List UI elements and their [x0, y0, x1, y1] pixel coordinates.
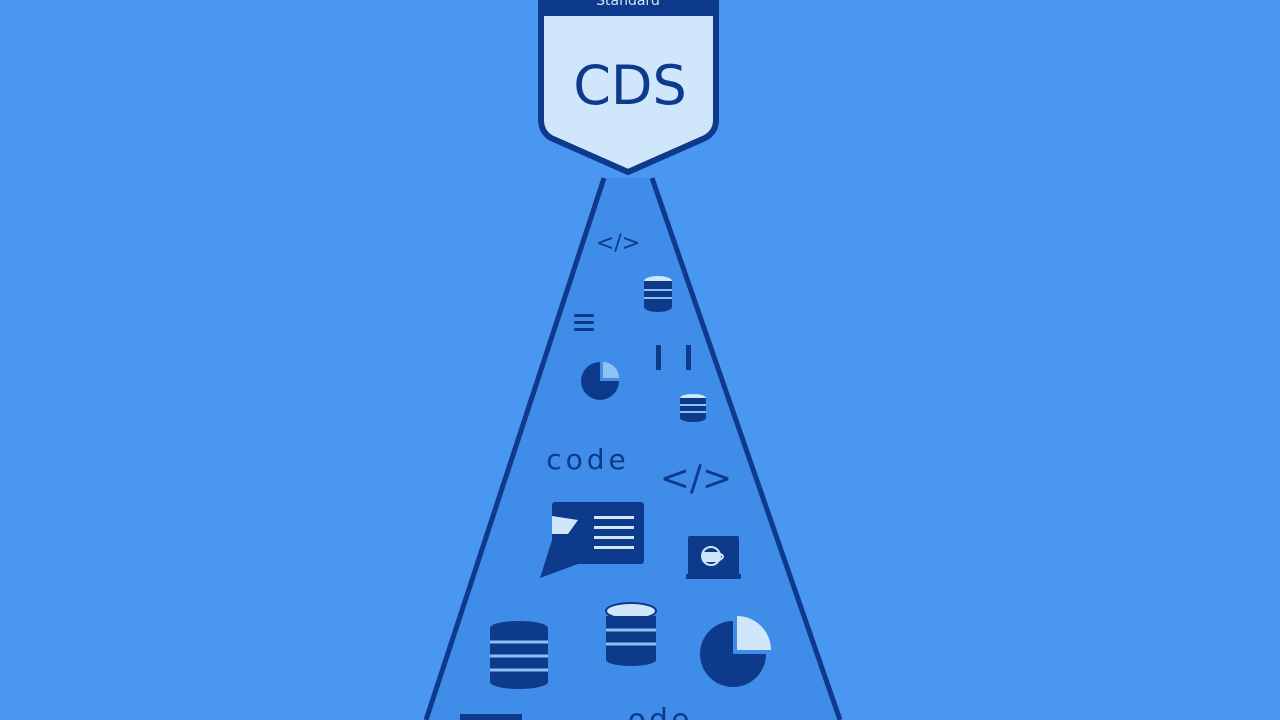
bottom-code-word: ode: [628, 703, 693, 720]
path-surface: [426, 178, 840, 720]
list-lines-icon: [574, 314, 594, 331]
path-left-edge: [423, 177, 607, 720]
shield-shape: [538, 0, 719, 176]
cds-badge: Standard CDS: [538, 0, 719, 176]
path-right-edge: [649, 177, 843, 720]
code-tag-icon: </>: [596, 231, 640, 256]
laptop-cup-icon: [686, 536, 741, 579]
pie-chart-icon: [700, 616, 771, 687]
bottom-bar-element: [460, 714, 522, 720]
database-icon: [680, 394, 706, 422]
database-icon: [490, 621, 548, 689]
badge-label: CDS: [573, 54, 687, 117]
database-icon: [605, 602, 657, 666]
badge-top-text: Standard: [596, 0, 660, 9]
pie-chart-icon: [581, 362, 619, 400]
code-tag-icon: </>: [660, 458, 732, 499]
badge-top-band: [541, 0, 716, 16]
data-path: [423, 177, 843, 720]
document-screen-icon: [540, 502, 644, 578]
pause-bars-icon: [656, 345, 691, 370]
code-word-label: code: [546, 443, 630, 476]
database-icon: [644, 276, 672, 312]
